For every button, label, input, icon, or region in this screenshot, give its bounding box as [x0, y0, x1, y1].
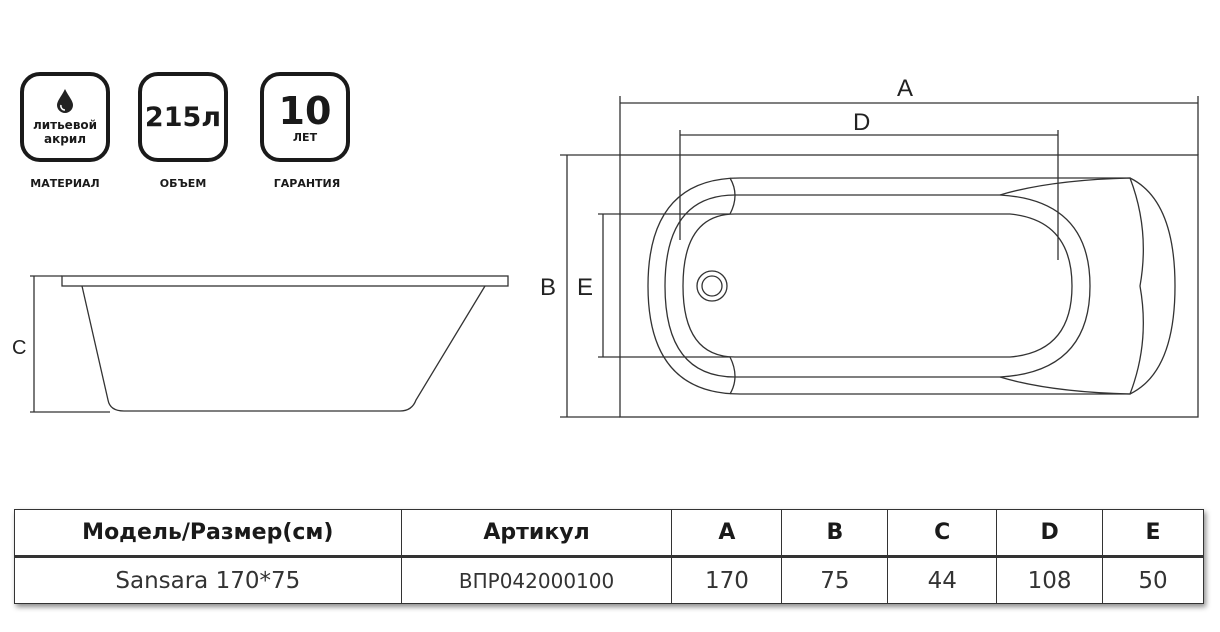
cell-c: 44: [887, 556, 998, 604]
material-badge: литьевой акрил: [20, 72, 110, 162]
cell-b: 75: [781, 556, 889, 604]
header-article: Артикул: [400, 509, 673, 558]
bathtub-drawings: C A D B E: [12, 75, 1199, 418]
header-d: D: [996, 509, 1104, 558]
warranty-caption: ГАРАНТИЯ: [273, 177, 341, 190]
header-a: A: [671, 509, 783, 558]
cell-a: 170: [671, 556, 783, 604]
dim-label-a: A: [897, 75, 913, 102]
material-line2: акрил: [43, 132, 87, 146]
drop-icon: [57, 89, 73, 113]
warranty-badge: 10 ЛЕТ: [260, 72, 350, 162]
top-view: A D B E: [540, 75, 1199, 418]
table-header-row: Модель/Размер(см) Артикул A B C D E: [14, 509, 1204, 558]
volume-caption: ОБЪЕМ: [159, 177, 207, 190]
side-view: C: [12, 275, 509, 413]
warranty-value: 10: [278, 88, 332, 133]
material-caption: МАТЕРИАЛ: [30, 177, 100, 190]
header-e: E: [1102, 509, 1204, 558]
cell-model: Sansara 170*75: [14, 556, 402, 604]
dim-label-c: C: [12, 337, 26, 359]
header-b: B: [781, 509, 889, 558]
dim-label-b: B: [540, 274, 556, 301]
dim-label-d: D: [853, 109, 870, 136]
cell-e: 50: [1102, 556, 1204, 604]
cell-d: 108: [996, 556, 1104, 604]
dim-label-e: E: [577, 274, 593, 301]
header-c: C: [887, 509, 998, 558]
material-line1: литьевой: [32, 118, 98, 132]
header-model: Модель/Размер(см): [14, 509, 402, 558]
cell-article: ВПР042000100: [400, 556, 673, 604]
volume-badge: 215л: [138, 72, 228, 162]
warranty-unit: ЛЕТ: [292, 130, 318, 144]
table-row: Sansara 170*75 ВПР042000100 170 75 44 10…: [14, 556, 1204, 604]
specs-table: Модель/Размер(см) Артикул A B C D E Sans…: [14, 509, 1204, 604]
volume-value: 215л: [144, 101, 222, 133]
drain-icon: [696, 270, 728, 302]
